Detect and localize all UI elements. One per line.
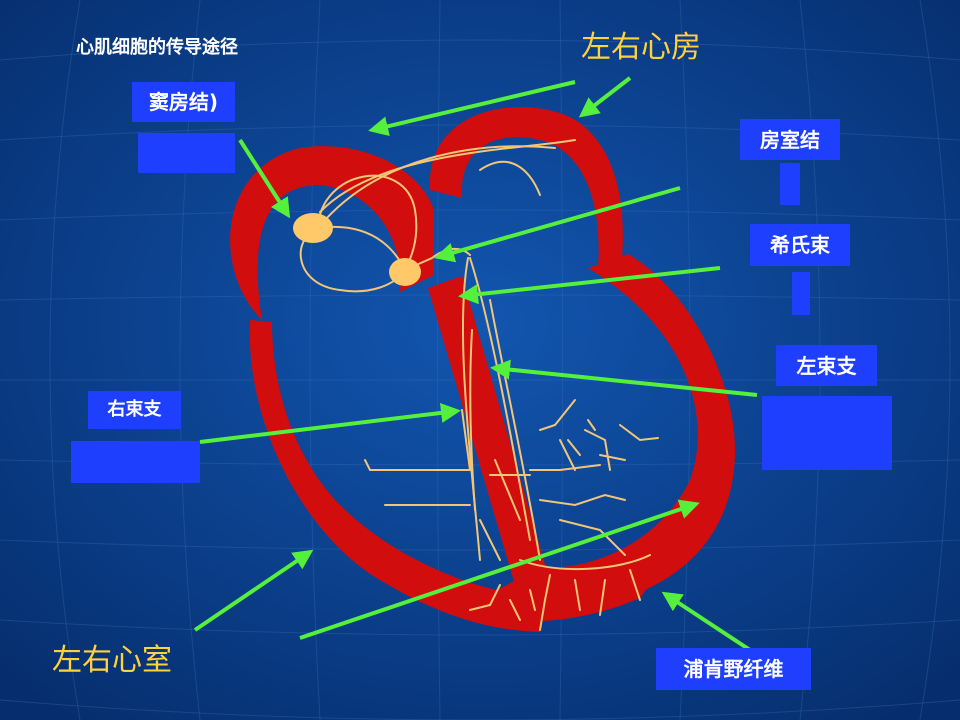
av-node — [389, 258, 421, 286]
sa-node-answer-box — [138, 133, 235, 173]
av-node-answer-box — [780, 163, 800, 205]
right-bundle-label: 右束支 — [88, 391, 181, 429]
left-bundle-answer-box — [762, 396, 892, 470]
av-node-label: 房室结 — [740, 119, 840, 160]
his-bundle-answer-box — [792, 272, 810, 315]
ventricles-label: 左右心室 — [52, 643, 172, 678]
pointer-arrows — [193, 76, 758, 652]
heart-wall — [230, 106, 735, 632]
conduction-pathway — [299, 139, 659, 631]
his-bundle-label: 希氏束 — [750, 224, 850, 266]
left-bundle-label: 左束支 — [776, 345, 877, 386]
right-bundle-answer-box — [71, 441, 200, 483]
slide-title: 心肌细胞的传导途径 — [76, 37, 238, 58]
sa-node-label: 窦房结) — [132, 82, 235, 122]
atria-label: 左右心房 — [581, 30, 701, 65]
sa-node — [293, 213, 333, 243]
purkinje-label: 浦肯野纤维 — [656, 648, 811, 690]
